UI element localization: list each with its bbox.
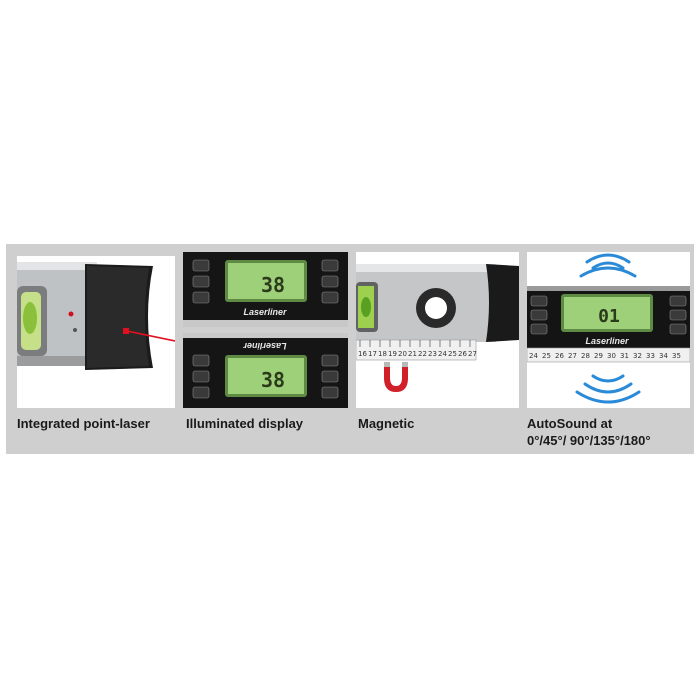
display-button [321, 275, 339, 288]
ruler-labels-magnetic: 16 17 18 19 20 21 22 23 24 25 26 27 [358, 350, 477, 358]
display-button [321, 370, 339, 383]
ruler-label: 28 [581, 352, 590, 360]
ruler-label: 27 [568, 352, 577, 360]
panel-magnetic: 16 17 18 19 20 21 22 23 24 25 26 27 [356, 252, 519, 408]
sound-waves-bottom-icon [575, 374, 641, 404]
caption-line-2: 0°/45°/ 90°/135°/180° [527, 433, 651, 448]
display-button [192, 386, 210, 399]
caption-text: Magnetic [358, 416, 415, 431]
display-button [192, 275, 210, 288]
autosound-photo: 01 Laserliner 24 25 26 27 28 29 30 31 32… [527, 252, 690, 408]
ruler-label: 31 [620, 352, 629, 360]
lcd-reading-top: 38 [261, 273, 285, 297]
sound-waves-top-icon [579, 253, 637, 278]
ruler-label: 25 [448, 350, 457, 358]
ruler-label: 34 [659, 352, 668, 360]
point-laser-photo [17, 256, 175, 408]
caption-autosound: AutoSound at 0°/45°/ 90°/135°/180° [527, 415, 651, 449]
ruler-label: 16 [358, 350, 367, 358]
ruler-label: 35 [672, 352, 681, 360]
ruler-label: 29 [594, 352, 603, 360]
ruler-label: 33 [646, 352, 655, 360]
caption-magnetic: Magnetic [358, 415, 414, 432]
ruler-label: 25 [542, 352, 551, 360]
ruler-label: 19 [388, 350, 397, 358]
caption-text: Illuminated display [186, 416, 304, 431]
display-button [321, 259, 339, 272]
panel-autosound: 01 Laserliner 24 25 26 27 28 29 30 31 32… [527, 252, 690, 408]
display-button [669, 295, 687, 307]
display-button [321, 386, 339, 399]
brand-logo: Laserliner [243, 307, 287, 317]
display-button [321, 291, 339, 304]
display-button [530, 323, 548, 335]
display-button [321, 354, 339, 367]
ruler-label: 24 [438, 350, 447, 358]
display-photo-top: 38 Laserliner [183, 252, 348, 327]
panel-display-top: 38 Laserliner [183, 252, 348, 327]
display-button [530, 295, 548, 307]
display-button [192, 370, 210, 383]
lcd-reading-autosound: 01 [598, 306, 620, 327]
caption-text: Integrated point-laser [17, 416, 150, 431]
display-button [192, 354, 210, 367]
panel-point-laser [17, 256, 175, 408]
brand-logo: Laserliner [585, 336, 629, 346]
ruler-ticks [359, 340, 471, 347]
display-button [192, 259, 210, 272]
display-photo-bottom: Laserliner 38 [183, 333, 348, 408]
ruler-label: 32 [633, 352, 642, 360]
ruler-label: 30 [607, 352, 616, 360]
ruler-label: 20 [398, 350, 407, 358]
ruler-label: 22 [418, 350, 427, 358]
ruler-label: 17 [368, 350, 377, 358]
display-button [669, 323, 687, 335]
display-button [192, 291, 210, 304]
ruler-label: 24 [529, 352, 538, 360]
brand-logo-inverted: Laserliner [243, 341, 287, 351]
magnetic-photo: 16 17 18 19 20 21 22 23 24 25 26 27 [356, 252, 519, 408]
caption-line-1: AutoSound at [527, 416, 613, 431]
magnet-icon [384, 362, 408, 392]
ruler-label: 27 [468, 350, 477, 358]
ruler-label: 26 [555, 352, 564, 360]
display-button [669, 309, 687, 321]
ruler-label: 23 [428, 350, 437, 358]
ruler-label: 26 [458, 350, 467, 358]
caption-display: Illuminated display [186, 415, 303, 432]
ruler-label: 18 [378, 350, 387, 358]
ruler-labels-autosound: 24 25 26 27 28 29 30 31 32 33 34 35 [529, 352, 681, 360]
ruler-label: 21 [408, 350, 417, 358]
caption-point-laser: Integrated point-laser [17, 415, 150, 432]
panel-display-bottom: Laserliner 38 [183, 333, 348, 408]
lcd-reading-bottom: 38 [261, 368, 285, 392]
display-button [530, 309, 548, 321]
